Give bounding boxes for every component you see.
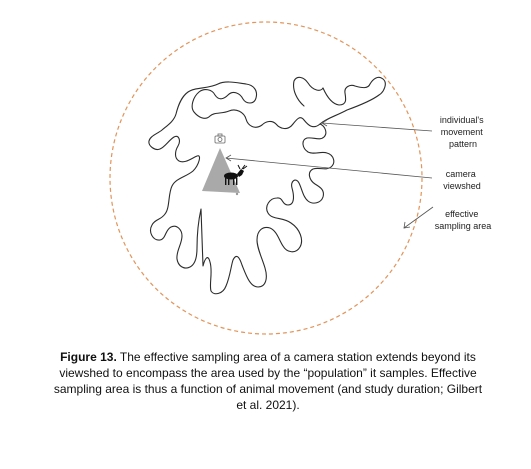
figure-caption: Figure 13. The effective sampling area o… [48, 349, 488, 413]
caption-text: The effective sampling area of a camera … [53, 350, 483, 412]
movement-path [148, 76, 386, 295]
camera-viewshed-label: camera viewshed [443, 169, 481, 191]
sampling-pointer-arrowhead [403, 221, 411, 229]
viewshed-pointer-arrowhead [225, 154, 232, 162]
movement-pattern-label: individual's movement pattern [440, 115, 486, 149]
viewshed-pointer-line [225, 157, 433, 179]
viewshed-marker [235, 192, 239, 196]
movement-pointer-arrowhead [321, 119, 328, 127]
effective-sampling-area-boundary [109, 21, 423, 335]
camera-viewshed-cone [202, 148, 240, 193]
camera-icon [214, 133, 226, 144]
movement-pointer-line [321, 122, 433, 132]
effective-sampling-area-label: effective sampling area [435, 209, 492, 231]
sampling-area-diagram: individual's movement pattern camera vie… [109, 21, 492, 335]
sampling-pointer-line [403, 206, 434, 229]
moose-icon [224, 164, 248, 185]
figure-label: Figure 13. [60, 350, 117, 364]
